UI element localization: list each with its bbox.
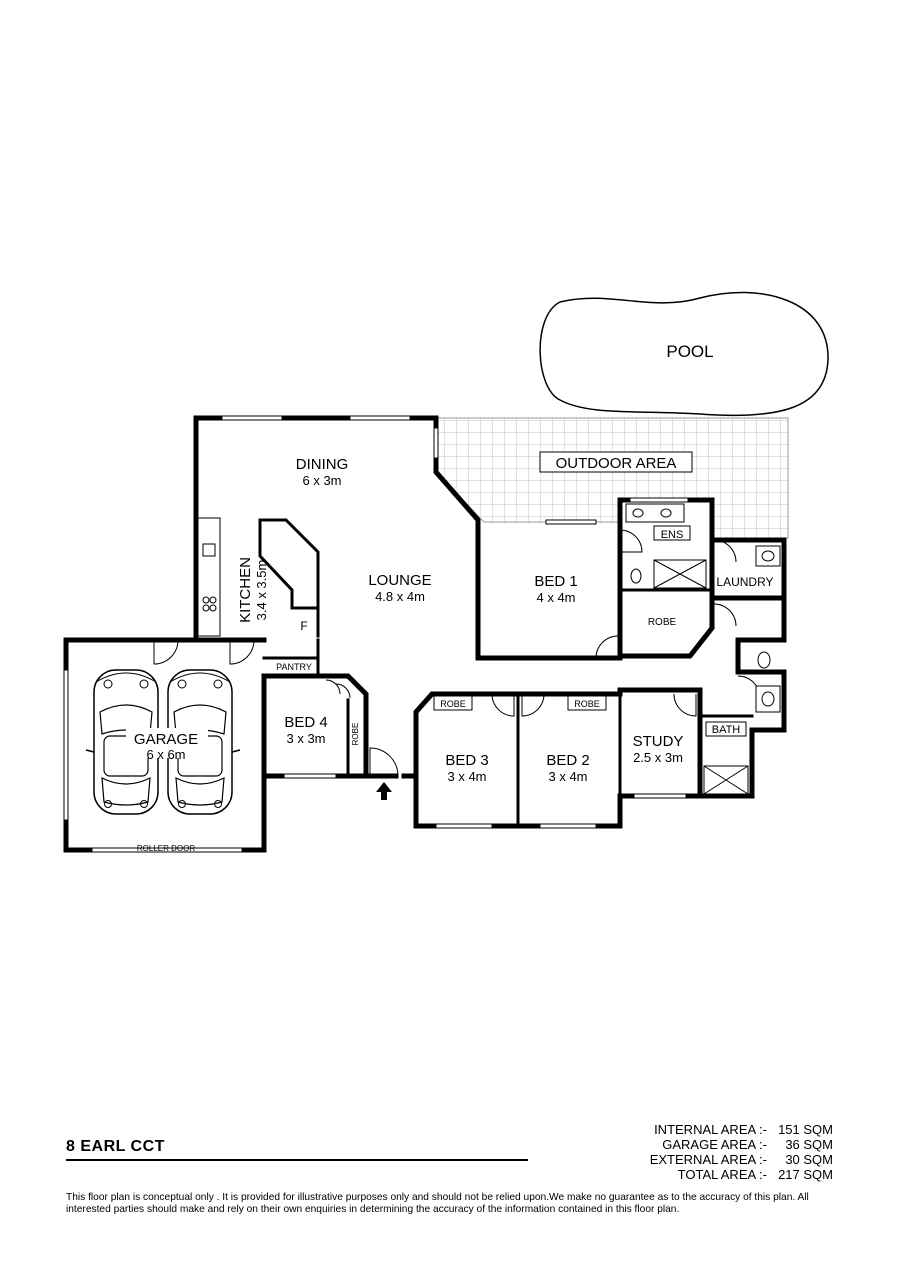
door-swing [521, 693, 545, 717]
area-value: 36 SQM [785, 1137, 833, 1152]
bed3-size: 3 x 4m [447, 769, 486, 784]
door-swing [595, 635, 619, 659]
laundry-label: LAUNDRY [716, 575, 773, 589]
toilet-icon [630, 568, 642, 584]
robe1-label: ROBE [648, 617, 677, 628]
entry-arrow-icon [376, 782, 392, 800]
kitchen-island [258, 518, 320, 638]
disclaimer-text: This floor plan is conceptual only . It … [66, 1192, 809, 1215]
bath-label-box [705, 721, 747, 737]
door-swing [619, 529, 643, 553]
kitchen-label: KITCHEN [237, 557, 254, 623]
window [435, 823, 493, 829]
ens-label: ENS [661, 529, 684, 541]
basin-icon [660, 508, 672, 518]
study-label: STUDY [633, 733, 684, 750]
lounge-label: LOUNGE [368, 572, 431, 589]
door-swing [491, 693, 515, 717]
sink-icon [202, 543, 216, 557]
area-label: EXTERNAL AREA :- [649, 1152, 767, 1167]
cooktop-icon [202, 596, 210, 604]
area-label: INTERNAL AREA :- [654, 1122, 767, 1137]
bed3-label: BED 3 [445, 752, 488, 769]
house-exterior-wall [193, 415, 623, 661]
fridge-label: F [300, 619, 307, 633]
area-value: 30 SQM [785, 1152, 833, 1167]
area-label: GARAGE AREA :- [662, 1137, 767, 1152]
outdoor-area-label-box [539, 451, 693, 473]
bath-basin-icon [755, 685, 781, 713]
dining-label: DINING [296, 456, 349, 473]
window [433, 427, 439, 459]
window [221, 415, 283, 421]
vanity-icon [625, 503, 685, 523]
robe3-box [433, 695, 473, 711]
door-swing [713, 603, 737, 627]
window [633, 793, 687, 799]
robe4-label: ROBE [351, 723, 360, 746]
door-swing [153, 639, 179, 665]
bed1-size: 4 x 4m [536, 590, 575, 605]
bed4-size: 3 x 3m [286, 731, 325, 746]
area-row-garage: GARAGE AREA :- 36 SQM [650, 1137, 833, 1152]
window [63, 669, 69, 821]
bed4-wall [261, 673, 369, 779]
bedrooms-wall [413, 687, 703, 829]
outdoor-area-tiles [435, 417, 789, 541]
floor-plan: POOL OUTDOOR AREA DINING 6 x 3m LOUNGE 4… [63, 291, 829, 853]
garage-wall [63, 637, 267, 853]
garage-label: GARAGE [134, 731, 198, 748]
door-swing [229, 639, 255, 665]
outdoor-area-label: OUTDOOR AREA [556, 455, 677, 472]
window [349, 415, 411, 421]
garage-size: 6 x 6m [146, 747, 185, 762]
robe2-box [567, 695, 607, 711]
kitchen-size: 3.4 x 3.5m [254, 560, 269, 621]
area-row-internal: INTERNAL AREA :- 151 SQM [650, 1122, 833, 1137]
ensuite-wall [617, 497, 715, 659]
roller-door-label: ROLLER DOOR [137, 844, 195, 853]
door-swing [325, 679, 351, 699]
robe2-label: ROBE [574, 699, 600, 709]
bed4-label: BED 4 [284, 714, 327, 731]
property-address: 8 EARL CCT [66, 1138, 165, 1155]
basin-icon [632, 508, 644, 518]
toilet-icon [757, 651, 771, 669]
door-swing [435, 473, 471, 509]
kitchen-bench [197, 517, 221, 637]
area-label: TOTAL AREA :- [677, 1167, 767, 1182]
bed2-label: BED 2 [546, 752, 589, 769]
window [283, 773, 337, 779]
laundry-tub-icon [755, 545, 781, 567]
laundry-wall [697, 537, 787, 799]
pantry-label: PANTRY [276, 662, 312, 672]
garage-label-bg [126, 728, 208, 758]
bed1-label: BED 1 [534, 573, 577, 590]
robe3-label: ROBE [440, 699, 466, 709]
address-underline [66, 1159, 528, 1161]
sliding-door [545, 519, 597, 525]
bed2-size: 3 x 4m [548, 769, 587, 784]
door-swing [673, 693, 697, 717]
window [539, 823, 597, 829]
dining-size: 6 x 3m [302, 473, 341, 488]
bath-label: BATH [712, 724, 741, 736]
door-swing [713, 539, 737, 563]
roller-door [91, 847, 243, 853]
ens-label-box [653, 525, 691, 541]
window [629, 497, 689, 503]
study-size: 2.5 x 3m [633, 750, 683, 765]
area-value: 217 SQM [778, 1167, 833, 1182]
pool-outline [539, 291, 829, 417]
area-row-total: TOTAL AREA :- 217 SQM [650, 1167, 833, 1182]
lounge-size: 4.8 x 4m [375, 589, 425, 604]
area-value: 151 SQM [778, 1122, 833, 1137]
area-summary: INTERNAL AREA :- 151 SQM GARAGE AREA :- … [650, 1122, 833, 1182]
area-row-external: EXTERNAL AREA :- 30 SQM [650, 1152, 833, 1167]
pool-label: POOL [666, 342, 713, 361]
entry-door-swing [369, 747, 399, 777]
